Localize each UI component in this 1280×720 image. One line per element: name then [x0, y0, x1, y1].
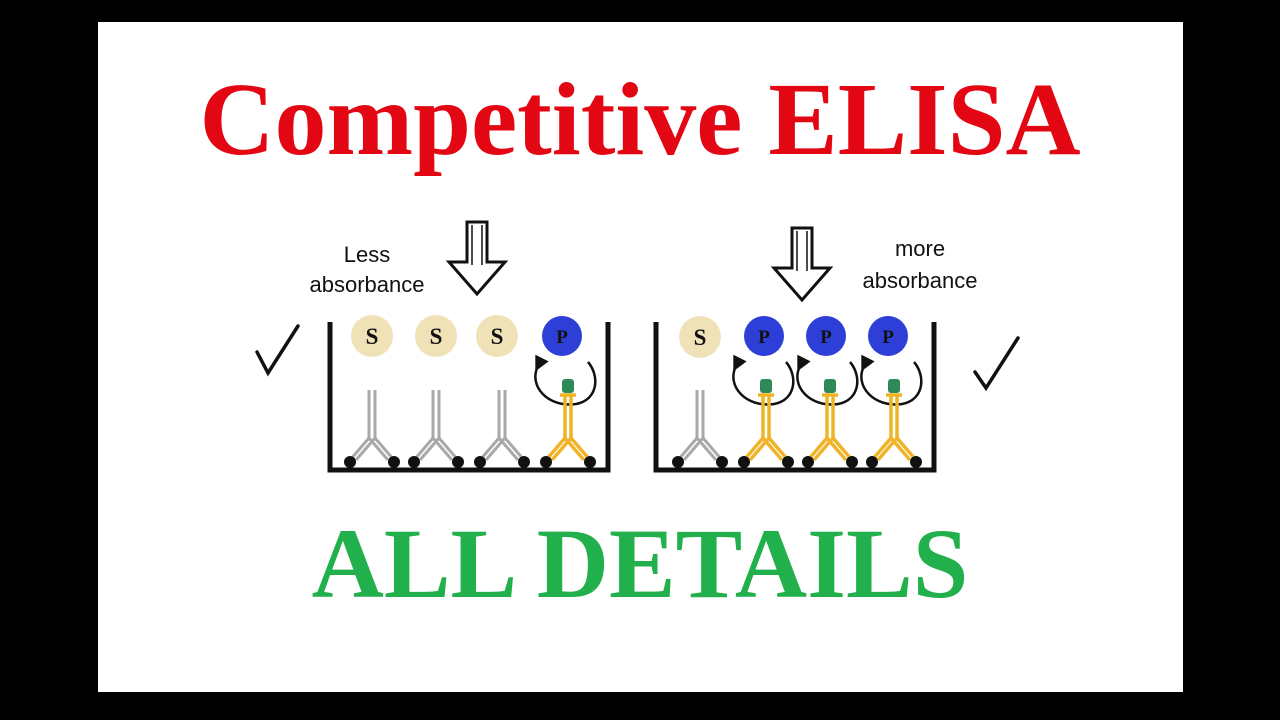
antibody-plain	[670, 388, 730, 470]
substrate-molecule	[351, 315, 393, 357]
antibody-enzyme	[800, 377, 860, 470]
product-molecule	[806, 316, 846, 356]
antibody-enzyme	[538, 377, 598, 470]
right-well-label: more absorbance	[863, 236, 978, 293]
antibody-plain	[342, 388, 402, 470]
antibody-plain	[406, 388, 466, 470]
substrate-molecule	[476, 315, 518, 357]
down-arrow-icon	[772, 226, 832, 302]
left-label-line2: absorbance	[310, 272, 425, 297]
antibody-plain	[472, 388, 532, 470]
left-well	[327, 322, 611, 473]
left-well-label: Less absorbance	[310, 242, 425, 297]
right-label-line1: more	[895, 236, 945, 261]
down-arrow-icon	[447, 220, 507, 296]
left-label-line1: Less	[344, 242, 390, 267]
checkmark-icon	[973, 336, 1020, 392]
product-molecule	[542, 316, 582, 356]
right-well	[653, 322, 937, 473]
title: Competitive ELISA	[199, 62, 1081, 177]
subtitle: ALL DETAILS	[311, 508, 969, 619]
antibody-enzyme	[864, 377, 924, 470]
product-molecule	[744, 316, 784, 356]
substrate-molecule	[415, 315, 457, 357]
right-label-line2: absorbance	[863, 268, 978, 293]
checkmark-icon	[255, 324, 300, 377]
antibody-enzyme	[736, 377, 796, 470]
product-molecule	[868, 316, 908, 356]
substrate-molecule	[679, 316, 721, 358]
